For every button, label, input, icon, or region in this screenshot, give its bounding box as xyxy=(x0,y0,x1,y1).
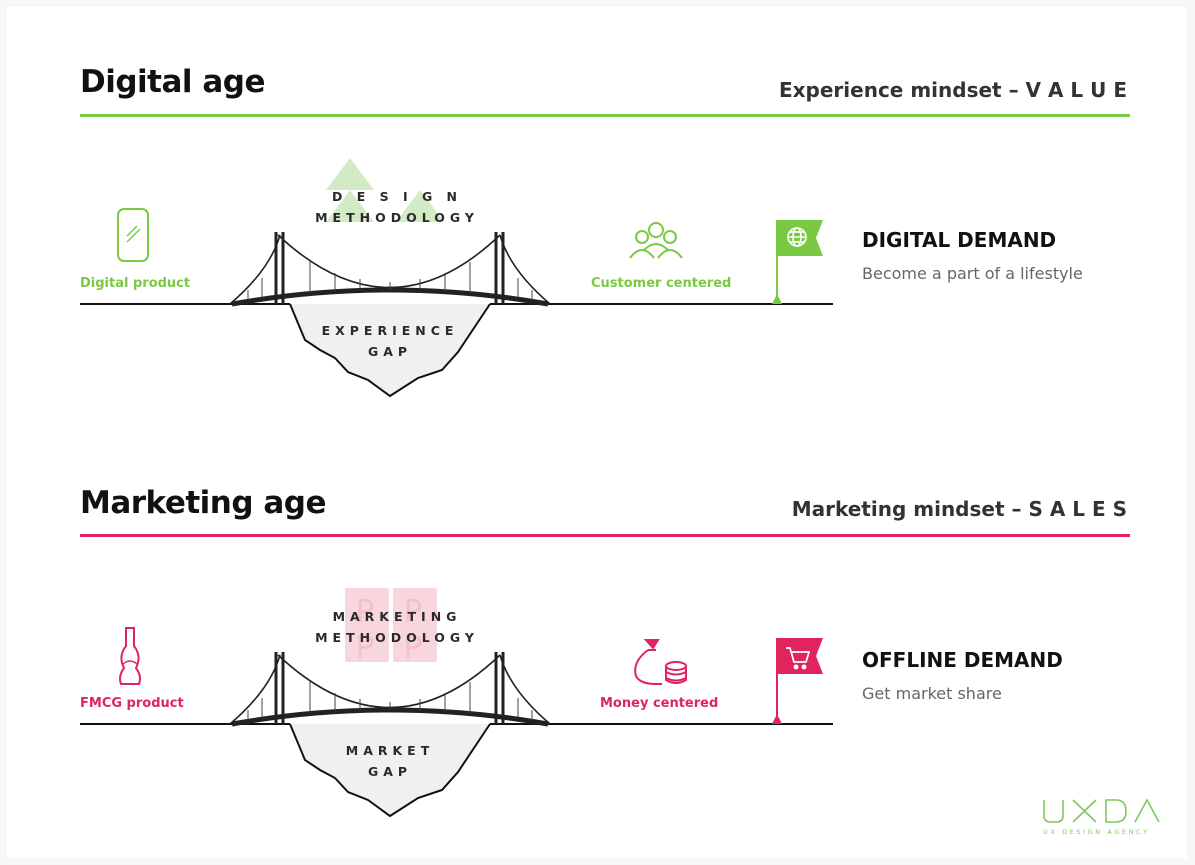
globe-icon xyxy=(787,227,807,247)
uxda-logo-subtitle: UX DESIGN AGENCY xyxy=(1043,828,1150,836)
offline-demand-title: OFFLINE DEMAND xyxy=(862,648,1063,672)
digital-bridge xyxy=(229,232,551,307)
diagram-card xyxy=(7,7,1187,858)
gap-line-2: GAP xyxy=(367,764,413,779)
marketing-divider xyxy=(80,534,1130,537)
market-gap-label: MARKET GAP xyxy=(270,740,510,782)
methodology-line-1: D E S I G N xyxy=(331,189,463,204)
marketing-flag xyxy=(772,638,823,724)
money-centered-label: Money centered xyxy=(600,696,719,711)
fmcg-product-label: FMCG product xyxy=(80,696,184,711)
marketing-mindset: Marketing mindset – S A L E S xyxy=(791,497,1127,521)
customer-centered-label: Customer centered xyxy=(591,276,732,291)
digital-demand-subtitle: Become a part of a lifestyle xyxy=(862,264,1083,283)
cart-icon xyxy=(786,647,811,670)
methodology-line-1: MARKETING xyxy=(332,609,462,624)
design-methodology-label: D E S I G N METHODOLOGY xyxy=(277,186,517,228)
digital-product-label: Digital product xyxy=(80,276,191,291)
bottle-icon xyxy=(119,627,141,685)
market-gap-valley xyxy=(290,724,490,816)
digital-flag xyxy=(772,220,823,304)
digital-age-heading: Digital age xyxy=(80,64,265,100)
gap-line-2: GAP xyxy=(367,344,413,359)
uxda-logo xyxy=(1043,798,1160,823)
digital-mindset: Experience mindset – V A L U E xyxy=(778,78,1127,102)
smartphone-icon xyxy=(117,208,149,262)
gap-line-1: EXPERIENCE xyxy=(321,323,459,338)
marketing-methodology-label: MARKETING METHODOLOGY xyxy=(277,606,517,648)
money-bag-icon xyxy=(634,639,687,685)
methodology-line-2: METHODOLOGY xyxy=(315,630,479,645)
gap-line-1: MARKET xyxy=(345,743,435,758)
marketing-bridge xyxy=(229,652,551,727)
digital-demand-title: DIGITAL DEMAND xyxy=(862,228,1057,252)
marketing-methodology-squares xyxy=(345,588,437,662)
offline-demand-subtitle: Get market share xyxy=(862,684,1002,703)
marketing-age-heading: Marketing age xyxy=(80,485,327,521)
people-icon xyxy=(629,222,683,259)
design-methodology-triangles xyxy=(326,158,444,222)
methodology-line-2: METHODOLOGY xyxy=(315,210,479,225)
digital-divider xyxy=(80,114,1130,117)
experience-gap-valley xyxy=(290,304,490,396)
experience-gap-label: EXPERIENCE GAP xyxy=(270,320,510,362)
